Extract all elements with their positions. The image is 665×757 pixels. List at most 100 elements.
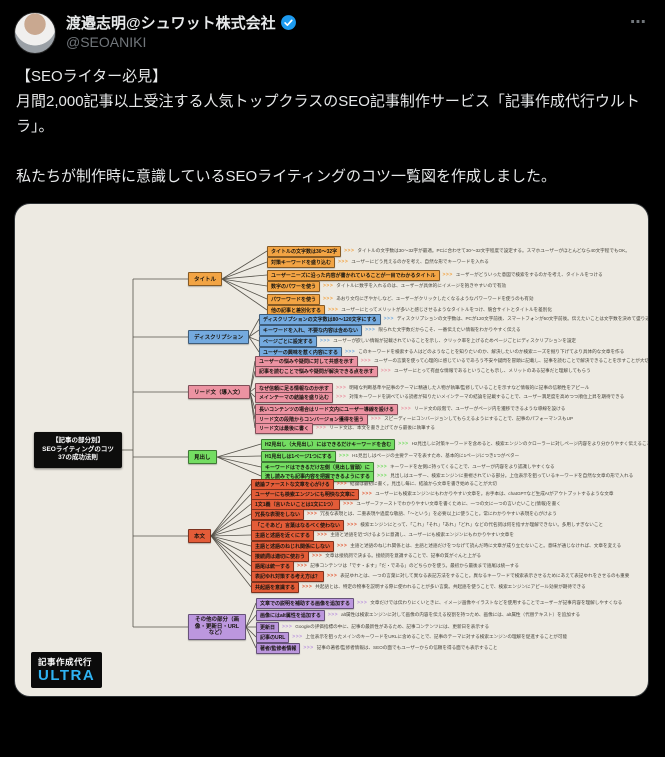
mindmap-leaf-node: 対策キーワードを盛り込む xyxy=(267,256,336,268)
chevrons-icon: >>> xyxy=(312,553,323,559)
display-name[interactable]: 渡邉志明@シュワット株式会社 xyxy=(66,15,276,32)
mindmap-stage: 【記事の部分別】 SEOライティングのコツ 37の成功法則 記事作成代行 ULT… xyxy=(15,204,648,696)
mindmap-leaf-desc: 共起語とは、特定の物事を説明する際に使われることが多い言葉。共起語を使うことで、… xyxy=(315,584,586,589)
mindmap-image[interactable]: 【記事の部分別】 SEOライティングのコツ 37の成功法則 記事作成代行 ULT… xyxy=(14,203,649,697)
chevrons-icon: >>> xyxy=(316,425,327,431)
mindmap-connectors xyxy=(122,250,268,649)
mindmap-leaf-desc: 主語と述語を近づけるように意識し、ユーザーにも検索エンジンにもわかりやすい文章を xyxy=(330,532,514,537)
mindmap-leaf-row: 記事のURL>>>上位表示を狙ったメインのキーワードをURLに含めることで、記事… xyxy=(256,631,568,643)
chevrons-icon: >>> xyxy=(337,543,348,549)
mindmap-leaf-row: パワーワードを使う>>>あおり文句にぎやかしなど、ユーザーがクリックしたくなるよ… xyxy=(267,293,534,305)
chevrons-icon: >>> xyxy=(336,385,347,391)
mindmap-leaf-desc: 文章は接続詞で決まる。接続詞を意識することで、記事の質がぐんと上がる xyxy=(325,553,482,558)
chevrons-icon: >>> xyxy=(376,473,388,479)
mindmap-leaf-row: 文章での説明を補助する画像を追加する>>>文章だけでは伝わりにくいときに、イメー… xyxy=(256,597,623,609)
mindmap-leaf-row: 他の記事と差別化する>>>ユーザーにとってメリットが多いと感じさせるようなタイト… xyxy=(267,304,552,316)
mindmap-leaf-node: ユーザーニーズに沿った内容が書かれていることが一目でわかるタイトル xyxy=(267,269,440,281)
mindmap-leaf-row: H2見出し（大見出し）にはできるだけキーワードを含む>>>H2見出しに対策キーワ… xyxy=(261,438,648,450)
verified-badge-icon xyxy=(280,15,296,30)
handle: @SEOANIKI xyxy=(66,34,147,50)
mindmap-leaf-node: リード文は最後に書く xyxy=(255,422,314,434)
mindmap-leaf-desc: 対策キーワードを調べている読者が知りたいメインテーマの結論を記載することで、ユー… xyxy=(349,394,625,399)
mindmap-leaf-row: ユーザーニーズに沿った内容が書かれていることが一目でわかるタイトル>>>ユーザー… xyxy=(267,269,603,281)
mindmap-leaf-row: ユーザーの悩みや疑問に対して共感を示す>>>ユーザーの言葉を使って心理的に感じて… xyxy=(255,355,648,367)
mindmap-leaf-desc: タイトルの文字数は30〜32字が最適。PCに合わせて30〜32文字程度で設定する… xyxy=(357,248,630,253)
mindmap-branch-node: タイトル xyxy=(188,272,223,286)
mindmap-leaf-desc: 上位表示を狙ったメインのキーワードをURLに含めることで、記事のテーマに対する検… xyxy=(305,634,568,639)
chevrons-icon: >>> xyxy=(442,272,453,278)
chevrons-icon: >>> xyxy=(297,563,308,569)
mindmap-leaf-row: タイトルの文字数は30〜32字>>>タイトルの文字数は30〜32字が最適。PCに… xyxy=(267,245,630,257)
mindmap-leaf-row: 長いコンテンツの場合はリード文内にユーザー導線を設ける>>>リード文の段階で、ユ… xyxy=(255,403,566,415)
chevrons-icon: >>> xyxy=(398,441,409,447)
chevrons-icon: >>> xyxy=(323,283,334,289)
root-line-3: 37の成功法則 xyxy=(58,454,98,461)
more-icon[interactable]: ⋯ xyxy=(630,14,647,31)
tweet-header: 渡邉志明@シュワット株式会社 @SEOANIKI ⋯ xyxy=(0,0,665,54)
mindmap-leaf-desc: 見出しはユーザー、検索エンジンに重視されている部分。上位表示を狙っているキーワー… xyxy=(390,473,634,478)
mindmap-leaf-node: 語尾は統一する xyxy=(251,560,295,572)
mindmap-leaf-node: ユーザーの悩みや疑問に対して共感を示す xyxy=(255,355,358,367)
mindmap-leaf-desc: ユーザーにどう見えるのかを考え、自然な形でキーワードを入れる xyxy=(351,259,489,264)
mindmap-leaf-desc: H1見出しはページの主要テーマを表すため、基本的に1ページにつき1つがベター xyxy=(352,453,520,458)
mindmap-leaf-desc: 文章だけでは伝わりにくいときに、イメージ画像やイラストなどを使用することでユーザ… xyxy=(370,600,623,605)
mindmap-leaf-row: ユーザーにも検索エンジンにも明快な文章に>>>ユーザーにも検索エンジンにもわかり… xyxy=(251,488,614,500)
mindmap-leaf-row: メインテーマの結論を盛り込む>>>対策キーワードを調べている読者が知りたいメイン… xyxy=(255,391,625,403)
mindmap-leaf-node: 記事のURL xyxy=(256,631,290,643)
post-text: 【SEOライター必見】 月間2,000記事以上受注する人気トップクラスのSEO記… xyxy=(16,68,640,185)
chevrons-icon: >>> xyxy=(302,584,313,590)
logo-brand: ULTRA xyxy=(38,667,96,684)
root-line-1: 【記事の部分別】 xyxy=(52,437,104,444)
mindmap-leaf-row: 接続詞は適切に使おう>>>文章は接続詞で決まる。接続詞を意識することで、記事の質… xyxy=(251,550,482,562)
mindmap-leaf-node: 主語と述語のねじれ関係にしない xyxy=(251,540,335,552)
mindmap-leaf-desc: リード文は、本文を書き上げてから最後に執筆する xyxy=(329,425,435,430)
mindmap-leaf-desc: ユーザーにも検索エンジンにもわかりやすい文章を。お手本は、chatGPTなど生成… xyxy=(375,491,614,496)
mindmap-leaf-desc: リード文の段階で、ユーザーがページ内を遷移できるような導線を設ける xyxy=(414,406,566,411)
mindmap-leaf-row: なぜ信頼に足る情報なのか示す>>>明確な判断基準や記事のテーマに精通した人物が執… xyxy=(255,382,589,394)
mindmap-leaf-node: ページごとに設定する xyxy=(259,335,317,347)
mindmap-leaf-row: ページごとに設定する>>>ユーザーが欲しい情報が記載されていることを示し、クリッ… xyxy=(259,335,577,347)
root-line-2: SEOライティングのコツ xyxy=(42,445,114,453)
mindmap-leaf-node: 冗長な表現をしない xyxy=(251,508,305,520)
ultra-logo: 記事作成代行 ULTRA xyxy=(31,652,103,688)
mindmap-leaf-node: 主語と述語を近くにする xyxy=(251,529,315,541)
mindmap-leaf-desc: キーワードを左側に持ってくることで、ユーザーが内容をより認識しやすくなる xyxy=(390,464,555,469)
mindmap-root-node: 【記事の部分別】 SEOライティングのコツ 37の成功法則 xyxy=(34,432,122,468)
chevrons-icon: >>> xyxy=(360,358,372,364)
mindmap-leaf-desc: ユーザーファーストでわかりやすい文章を書くために、一つの文に一つの言いたいこと(… xyxy=(356,501,561,506)
chevrons-icon: >>> xyxy=(336,394,347,400)
chevrons-icon: >>> xyxy=(365,327,376,333)
chevrons-icon: >>> xyxy=(380,368,392,374)
mindmap-leaf-node: パワーワードを使う xyxy=(267,293,321,305)
mindmap-leaf-node: ディスクリプションの文字数は80〜120文字にする xyxy=(259,313,381,325)
chevrons-icon: >>> xyxy=(343,501,354,507)
chevrons-icon: >>> xyxy=(282,624,293,630)
mindmap-branch-node: リード文（導入文） xyxy=(188,385,250,399)
chevrons-icon: >>> xyxy=(338,259,349,265)
mindmap-leaf-row: ディスクリプションの文字数は80〜120文字にする>>>ディスクリプションの文字… xyxy=(259,313,649,325)
mindmap-leaf-row: リード文の段階からコンバージョン獲得を狙う>>>スピーディーにコンバージョンして… xyxy=(255,413,573,425)
mindmap-leaf-node: 結論ファーストな文章を心がける xyxy=(251,478,334,490)
mindmap-leaf-node: 数字のパワーを使う xyxy=(267,280,321,292)
mindmap-leaf-node: H2見出し（大見出し）にはできるだけキーワードを含む xyxy=(261,438,396,450)
mindmap-leaf-desc: 限られた文字数だからこそ、一番伝えたい情報をわかりやすく伝える xyxy=(378,327,521,332)
chevrons-icon: >>> xyxy=(370,416,382,422)
chevrons-icon: >>> xyxy=(376,464,388,470)
chevrons-icon: >>> xyxy=(347,522,358,528)
mindmap-leaf-row: 記事を読むことで悩みや疑問が解決できる点を示す>>>ユーザーにとって有益な情報で… xyxy=(255,365,591,377)
mindmap-leaf-node: ユーザーにも検索エンジンにも明快な文章に xyxy=(251,488,359,500)
avatar[interactable] xyxy=(14,12,56,54)
tweet: 渡邉志明@シュワット株式会社 @SEOANIKI ⋯ 【SEOライター必見】 月… xyxy=(0,0,665,697)
mindmap-leaf-desc: 記事コンテンツは「です・ます」「だ・である」のどちらかを使う。最初から最後まで語… xyxy=(310,563,519,568)
mindmap-leaf-node: H1見出しは1ページ1つにする xyxy=(261,450,336,462)
mindmap-branch-node: 本文 xyxy=(188,529,212,543)
mindmap-leaf-node: 1文1義（言いたいことは1文に1つ） xyxy=(251,498,341,510)
chevrons-icon: >>> xyxy=(292,634,303,640)
mindmap-leaf-node: 接続詞は適切に使おう xyxy=(251,550,310,562)
mindmap-leaf-desc: ディスクリプションの文字数は、PCが120文字前後、スマートフォンが50文字前後… xyxy=(396,316,649,321)
mindmap-leaf-desc: ユーザーが欲しい情報が記載されていることを示し、クリック率を上げるためページごと… xyxy=(333,338,577,343)
mindmap-leaf-desc: ユーザーにとって有益な情報であるということも示し、メリットのある記事だと理解して… xyxy=(394,368,591,373)
mindmap-leaf-node: 記事を読むことで悩みや疑問が解決できる点を示す xyxy=(255,365,378,377)
chevrons-icon: >>> xyxy=(357,600,368,606)
mindmap-leaf-row: 「こそあど」言葉はなるべく使わない>>>検索エンジンにとって、「これ」「それ」「… xyxy=(251,519,603,531)
